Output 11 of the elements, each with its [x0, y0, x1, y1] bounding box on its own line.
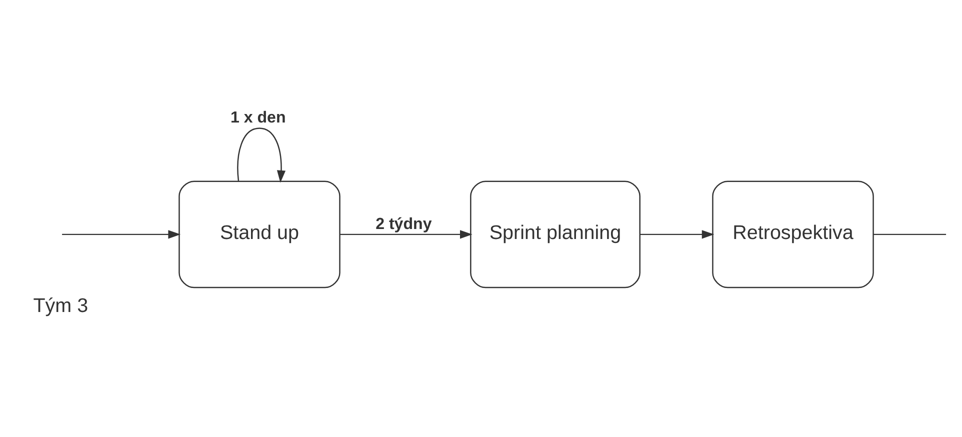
node-box: Stand up: [178, 180, 340, 288]
arrow: [340, 230, 472, 238]
edge-label: 1 x den: [230, 108, 286, 126]
label: Tým 3: [33, 294, 88, 316]
arrow: [237, 127, 286, 182]
arrow: [62, 230, 181, 238]
arrow: [640, 230, 714, 238]
connector: [873, 233, 946, 235]
node-box: Retrospektiva: [712, 180, 874, 288]
node-box: Sprint planning: [470, 180, 640, 288]
edge-label: 2 týdny: [376, 214, 432, 232]
